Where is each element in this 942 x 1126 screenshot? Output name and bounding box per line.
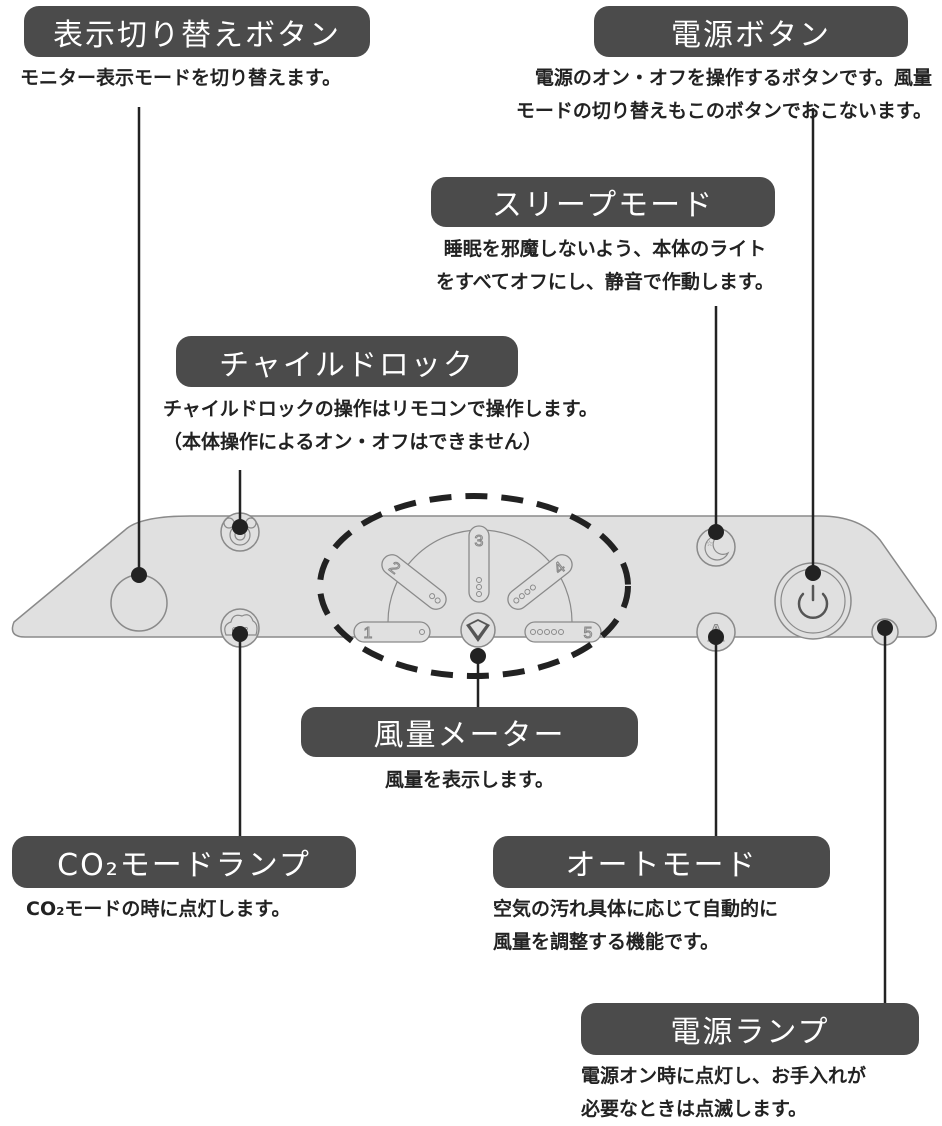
power-button — [774, 562, 852, 640]
sleep-mode-title: スリープモード — [431, 177, 775, 227]
power-lamp-desc: 電源オン時に点灯し、お手入れが 必要なときは点滅します。 — [581, 1065, 867, 1120]
airflow-level-2: 2 — [381, 554, 447, 610]
airflow-level-3: 3 — [468, 525, 490, 603]
svg-text:3: 3 — [475, 533, 484, 550]
svg-text:☆: ☆ — [706, 539, 713, 548]
airflow-center-icon — [460, 612, 496, 648]
display-toggle-title: 表示切り替えボタン — [24, 6, 370, 57]
airflow-meter-title: 風量メーター — [301, 707, 638, 757]
display-toggle-button — [110, 574, 168, 632]
airflow-meter-highlight — [317, 493, 631, 679]
airflow-level-5: 5 — [524, 621, 602, 643]
display-toggle-desc: モニター表示モードを切り替えます。 — [20, 67, 342, 89]
child-lock-desc: チャイルドロックの操作はリモコンで操作します。 （本体操作によるオン・オフはでき… — [163, 398, 598, 453]
co2-lamp-desc: CO₂モードの時に点灯します。 — [26, 898, 291, 920]
leader-dots — [131, 519, 893, 664]
svg-text:1: 1 — [364, 625, 373, 642]
power-button-desc: 電源のオン・オフを操作するボタンです。風量 モードの切り替えもこのボタンでおこな… — [515, 67, 932, 122]
sleep-mode-desc: 睡眠を邪魔しないよう、本体のライト をすべてオフにし、静音で作動します。 — [435, 238, 774, 293]
leader-lines — [137, 107, 887, 1003]
airflow-level-1: 1 — [353, 621, 431, 643]
power-button-title: 電源ボタン — [594, 6, 908, 57]
co2-lamp-title: CO₂モードランプ — [12, 836, 356, 888]
auto-mode-title: オートモード — [493, 836, 830, 888]
auto-mode-desc: 空気の汚れ具体に応じて自動的に 風量を調整する機能です。 — [493, 898, 779, 953]
svg-text:5: 5 — [584, 625, 593, 642]
airflow-level-4: 4 — [507, 554, 573, 610]
power-lamp-title: 電源ランプ — [581, 1003, 919, 1055]
child-lock-title: チャイルドロック — [176, 336, 518, 387]
airflow-meter-desc: 風量を表示します。 — [384, 769, 555, 791]
